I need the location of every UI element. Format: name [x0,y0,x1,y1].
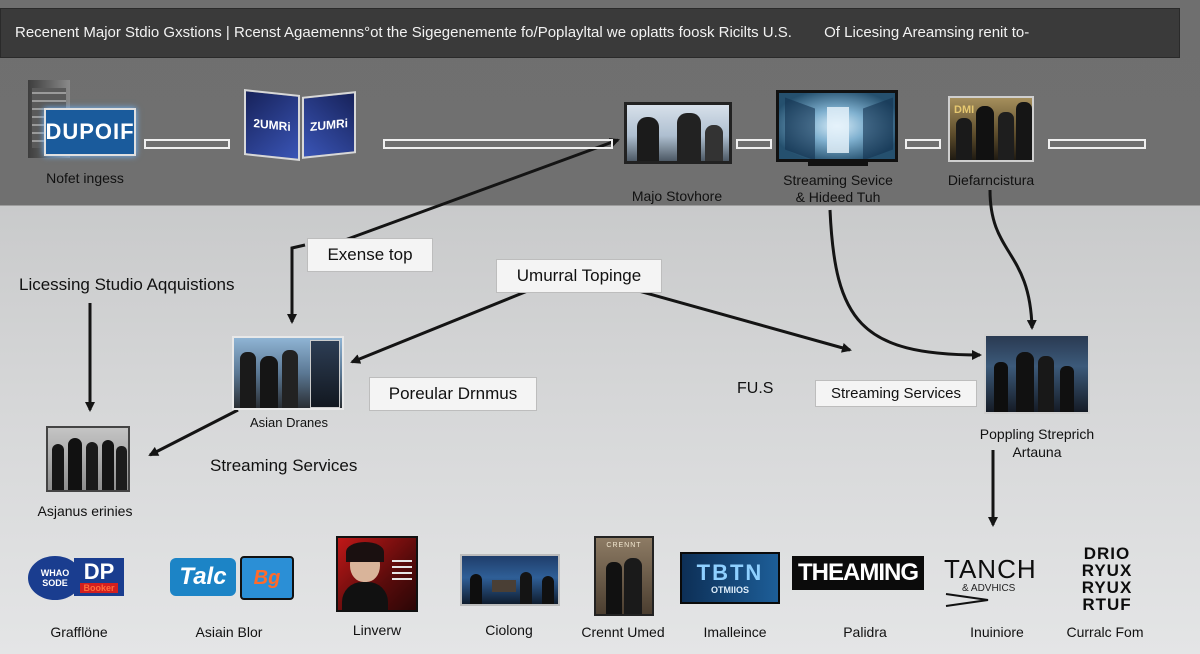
drio-text: DRIO RYUX RYUX RTUF [1081,544,1133,614]
book-cover-text: CRENNT [606,542,642,549]
tv-screen-people-icon [624,102,732,164]
arrow-exense-to-asian [287,243,306,324]
top-node-notfet: DUPOIF [28,80,140,162]
top-label-majo: Majo Stovhore [631,188,723,204]
tbtn-logo: TBTN OTMIIOS [680,552,780,604]
talc-text-b: Bg [253,566,281,589]
theaming-logo: THEAMING [792,556,924,590]
bottom-caption-4: Ciolong [485,622,533,638]
connector-bar-1 [144,139,230,149]
fus-text: FU.S [737,380,774,397]
tbtn-sub: OTMIIOS [711,585,749,595]
popular-dramas-box: Poreular Drnmus [369,377,537,411]
poster-text: DMI [954,104,975,116]
talc-logo: Talc Bg [170,556,294,600]
title-banner: Recenent Major Stdio Gxstions | Rcenst A… [0,8,1180,58]
monitor-hallway-icon [776,90,898,162]
folded-text-a: 2UMRi [253,116,291,134]
poster-people-icon: DMI [948,96,1034,162]
top-label-notfet: Nofet ingess [46,170,124,186]
banner-subtitle: Of Licesing Areamsing renit to- [824,24,1030,41]
popping-label: Poppling Strep⁠rich Artauna [979,426,1095,460]
monitor-stand [808,162,868,166]
bottom-caption-6: Imalleince [703,624,767,640]
licensing-heading: Licessing Studio Aqquistions [19,275,235,294]
folded-billboard-icon: 2UMRi ZUMRi [244,89,358,161]
arrow-umural-to-asian [350,288,531,364]
bottom-caption-7: Palidra [843,624,887,640]
asian-dramas-label: Asian Dranes [249,415,329,430]
book-cover-icon: CRENNT [594,536,654,616]
connector-bar-2 [383,139,613,149]
asjanus-thumb [46,426,130,492]
arrow-dief-to-popping [988,189,1037,330]
arrow-exense-to-major [344,138,620,242]
talc-text: Talc [179,563,227,590]
folded-text-b: ZUMRi [310,116,348,134]
tanch-logo: TANCH & ADVHICS [944,552,1040,610]
connector-bar-4 [905,139,941,149]
arrow-streaming-curve [828,209,982,360]
portrait-woman-icon [336,536,418,612]
bottom-caption-3: Linverw [352,622,402,638]
top-node-folded: 2UMRi ZUMRi [244,89,358,161]
asian-dramas-thumb [232,336,344,410]
wo-dp-sub: WHAO SODE [40,568,70,588]
arrow-umural-to-fus [634,288,852,353]
popping-thumb [984,334,1090,414]
building-billboard-icon: DUPOIF [28,80,140,162]
wo-dp-extra: Booker [80,583,118,593]
connector-bar-5 [1048,139,1146,149]
exense-box: Exense top [307,238,433,272]
drio-logo: DRIO RYUX RYUX RTUF [1070,544,1144,614]
top-label-streaming-service: Streaming Sevice & Hideed Tuh [783,172,893,205]
asjanus-label: Asjanus erinies [37,503,133,519]
connector-bar-3 [736,139,772,149]
tanch-sub: & ADVHICS [962,582,1016,594]
tanch-chevron-icon [945,592,989,607]
tbtn-text: TBTN [696,560,764,585]
wo-dp-logo: WHAO SODE DP Booker [28,556,124,600]
bottom-caption-5: Crennt Umed [581,624,665,640]
wo-dp-text: DP [83,559,115,584]
bottom-caption-2: Asiain Blor [195,624,263,640]
umural-box: Umurral Topinge [496,259,662,293]
theaming-text: THEAMING [798,559,919,586]
billboard-text: DUPOIF [45,119,135,144]
bottom-caption-8: Inuiniore [970,624,1024,640]
streaming-services-text: Streaming Services [210,456,358,475]
scene-people-icon [460,554,560,606]
top-label-dief: Diefarncistura [947,172,1035,188]
tanch-text: TANCH [944,553,1037,584]
bottom-caption-9: Curralc Fom [1066,624,1144,640]
bottom-caption-1: Grafflöne [50,624,108,640]
banner-title: Recenent Major Stdio Gxstions | Rcenst A… [15,24,792,41]
streaming-services-box: Streaming Services [815,380,977,407]
